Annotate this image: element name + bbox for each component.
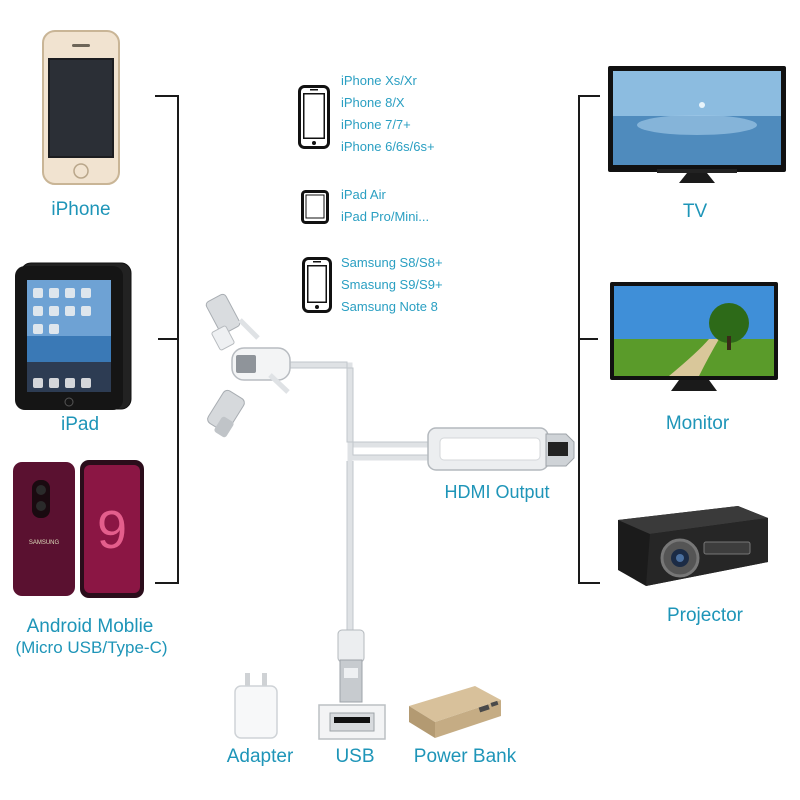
usb-plug bbox=[340, 660, 362, 702]
type-c-connector bbox=[206, 389, 246, 439]
tv-image bbox=[607, 65, 787, 187]
projector-label: Projector bbox=[650, 605, 760, 627]
power-bank-label: Power Bank bbox=[400, 746, 530, 768]
monitor-image bbox=[609, 281, 779, 396]
adapter-label: Adapter bbox=[220, 746, 300, 768]
tv-label: TV bbox=[665, 201, 725, 223]
hdmi-output-label: HDMI Output bbox=[436, 482, 558, 503]
projector-image bbox=[610, 500, 772, 592]
power-bank-image bbox=[405, 682, 505, 742]
monitor-label: Monitor bbox=[650, 413, 745, 435]
usb-plug-housing bbox=[338, 630, 364, 662]
adapter-image bbox=[233, 672, 279, 740]
usb-port-image bbox=[318, 704, 386, 740]
micro-usb-connector bbox=[236, 355, 256, 373]
lightning-connector bbox=[205, 293, 241, 351]
usb-label: USB bbox=[326, 746, 384, 768]
